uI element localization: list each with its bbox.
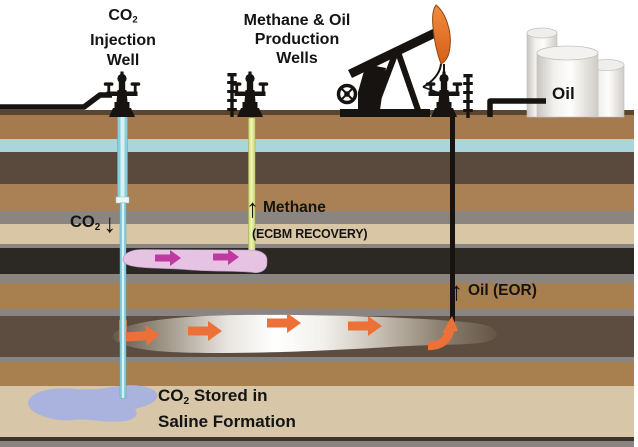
- stratum-cream-1: [0, 224, 634, 244]
- stratum-gray-4: [0, 357, 634, 362]
- stratum-basement-line: [0, 437, 634, 441]
- co2-supply-pipe: [0, 92, 112, 110]
- stratum-basement: [0, 441, 634, 447]
- injection-text: Injection: [90, 31, 156, 49]
- up-arrow-icon: ↑: [246, 193, 259, 223]
- production-text: Production: [254, 31, 340, 48]
- oil-flow-arrows: [125, 313, 458, 351]
- co2-plume-coal-seam: [122, 249, 268, 273]
- co2-text: CO: [108, 7, 133, 24]
- stratum-gray-thin: [0, 244, 634, 248]
- stratum-coal-seam: [0, 248, 634, 274]
- down-arrow-icon: ↓: [103, 208, 117, 238]
- co2-injection-well-label: CO2 Injection Well: [60, 6, 186, 71]
- oil-pipe-to-tanks: [487, 98, 546, 117]
- stratum-brown-2: [0, 184, 634, 211]
- pumpjack-icon: [336, 4, 451, 117]
- co2-stored-label: CO2 Stored in Saline Formation: [158, 386, 296, 431]
- saline-formation-text: Saline Formation: [158, 411, 296, 431]
- methane-oil-text: Methane & Oil: [243, 12, 351, 29]
- stratum-brown-4: [0, 362, 634, 386]
- ecbm-recovery-label: (ECBM RECOVERY): [252, 227, 368, 241]
- oil-production-wellhead-icon: [425, 71, 463, 118]
- up-arrow-icon: ↑: [450, 276, 463, 306]
- oil-production-well-pipe: [450, 114, 455, 322]
- co2-injection-well-pipe: [115, 113, 130, 399]
- co2-injection-wellhead-icon: [103, 71, 141, 118]
- oil-tank-label: Oil: [552, 84, 575, 103]
- stratum-gray-3: [0, 309, 634, 316]
- pumpjack-horsehead-icon: [432, 4, 451, 65]
- oil-wellhead-rod-icon: [463, 74, 473, 118]
- methane-production-wellhead-icon: [231, 71, 269, 118]
- stratum-gray-1: [0, 211, 634, 224]
- well-text: Well: [106, 51, 140, 69]
- co2-subscript: 2: [132, 14, 138, 26]
- methane-text: Methane: [263, 199, 326, 216]
- co2-injecting-label: CO2 ↓: [70, 208, 117, 238]
- oil-eor-text: Oil (EOR): [468, 282, 537, 299]
- stratum-dark-brown-1: [0, 152, 634, 184]
- wells-text: Wells: [276, 50, 318, 67]
- co2-saline-plume: [27, 385, 158, 422]
- stratum-aquifer-blue: [0, 139, 634, 152]
- stratum-topsoil: [0, 115, 634, 139]
- oil-eor-label: ↑ Oil (EOR): [450, 276, 537, 306]
- production-wells-label: Methane & Oil Production Wells: [226, 11, 368, 68]
- stratum-surface-line: [0, 110, 634, 115]
- co2-text: CO2: [70, 213, 101, 233]
- methane-recovery-label: ↑ Methane: [246, 193, 326, 223]
- stratum-gray-2: [0, 274, 634, 283]
- stratum-brown-3: [0, 283, 634, 309]
